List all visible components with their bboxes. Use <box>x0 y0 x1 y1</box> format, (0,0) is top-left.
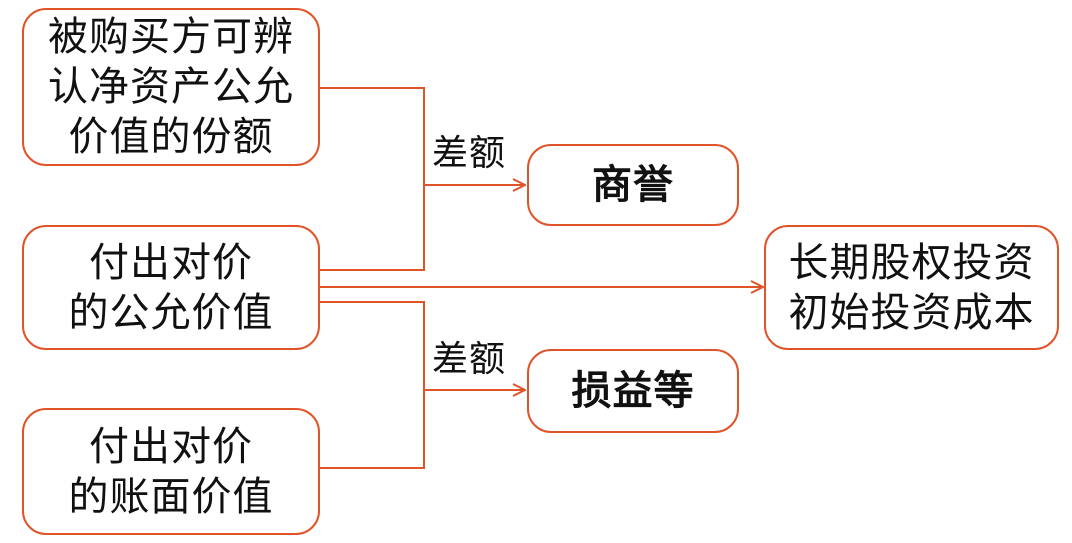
box-text-line: 价值的份额 <box>68 114 274 160</box>
box-text-line: 认净资产公允 <box>48 64 294 110</box>
box-text-line: 付出对价 <box>89 239 253 286</box>
connector-acquiree-to-goodwill <box>320 87 425 271</box>
box-consideration-fair-value: 付出对价 的公允价值 <box>22 225 320 350</box>
box-gains-losses: 损益等 <box>527 349 739 433</box>
box-text-line: 商誉 <box>592 162 674 208</box>
box-text-line: 损益等 <box>571 368 695 414</box>
label-difference-bottom: 差额 <box>432 339 507 380</box>
box-text-line: 长期股权投资 <box>788 239 1035 286</box>
connector-book-value-to-gains <box>320 301 425 469</box>
box-acquiree-net-assets-share: 被购买方可辨 认净资产公允 价值的份额 <box>22 8 320 166</box>
label-difference-top: 差额 <box>432 133 507 174</box>
box-text-line: 的公允价值 <box>68 289 274 336</box>
box-goodwill: 商誉 <box>527 144 739 226</box>
box-consideration-book-value: 付出对价 的账面价值 <box>22 408 320 535</box>
box-initial-investment-cost: 长期股权投资 初始投资成本 <box>764 225 1059 350</box>
box-text-line: 初始投资成本 <box>788 289 1035 336</box>
box-text-line: 被购买方可辨 <box>48 14 294 60</box>
box-text-line: 付出对价 <box>89 423 253 470</box>
box-text-line: 的账面价值 <box>68 473 274 520</box>
